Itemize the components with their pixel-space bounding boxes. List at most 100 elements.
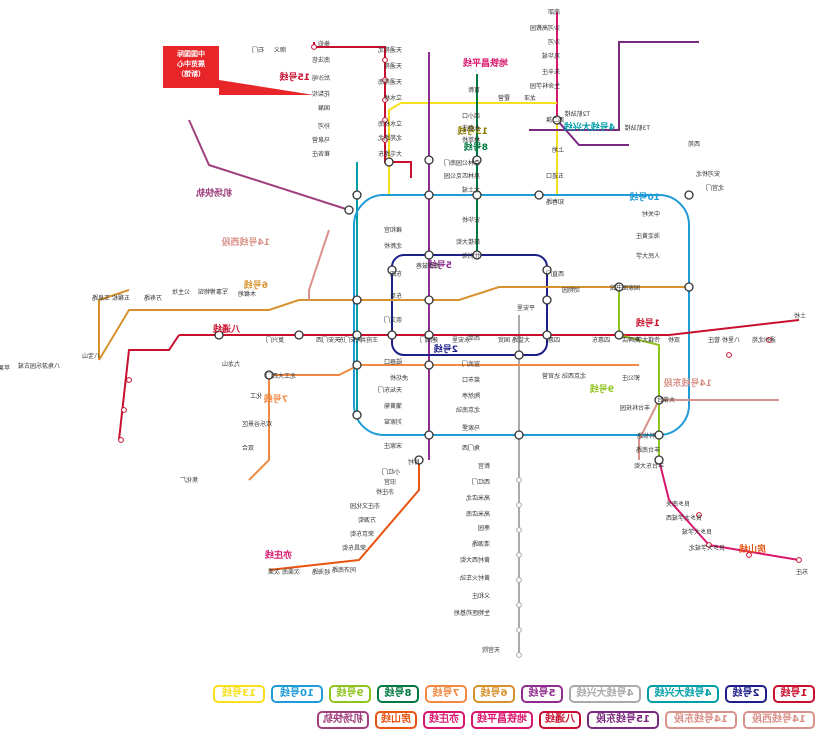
station-marker[interactable] [542, 330, 552, 340]
legend-chip[interactable]: 15号线东段 [587, 711, 659, 729]
station-label[interactable]: T2航站楼 [565, 110, 591, 118]
station-label[interactable]: 海淀黄庄 [636, 232, 660, 240]
legend-chip[interactable]: 8号线 [377, 685, 419, 703]
station-label[interactable]: 古城 [18, 362, 30, 370]
station-marker[interactable] [654, 455, 664, 465]
station-marker[interactable] [311, 44, 317, 50]
station-label[interactable]: 菜市口 [462, 376, 480, 384]
station-label[interactable]: 天通苑南 [378, 78, 402, 86]
legend-chip[interactable]: 5号线 [521, 685, 563, 703]
station-marker[interactable] [384, 157, 394, 167]
station-label[interactable]: 双合 [242, 444, 254, 452]
legend-chip[interactable]: 八通线 [539, 711, 581, 729]
station-marker[interactable] [387, 330, 397, 340]
station-marker[interactable] [126, 377, 132, 383]
station-label[interactable]: 永安里 [452, 336, 470, 344]
station-label[interactable]: 东四 [390, 270, 402, 278]
station-label[interactable]: 良乡大学城西 [666, 514, 702, 522]
station-marker[interactable] [696, 512, 702, 518]
station-label[interactable]: 俸伯 [318, 40, 330, 48]
station-label[interactable]: 花梨坎 [312, 90, 330, 98]
station-label[interactable]: 宋家庄 [384, 442, 402, 450]
station-label[interactable]: 公主坟 [172, 288, 190, 296]
station-label[interactable]: 奥林匹克公园 [444, 172, 480, 180]
station-marker[interactable] [654, 395, 664, 405]
station-label[interactable]: 角门西 [462, 444, 480, 452]
station-marker[interactable] [746, 552, 752, 558]
station-label[interactable]: 荣京东街 [350, 530, 374, 538]
station-marker[interactable] [382, 97, 388, 103]
station-label[interactable]: 立水桥 [384, 94, 402, 102]
station-marker[interactable] [352, 190, 362, 200]
station-marker[interactable] [614, 282, 624, 292]
station-label[interactable]: 磁器口 [384, 358, 402, 366]
station-label[interactable]: 后沙峪 [312, 74, 330, 82]
station-label[interactable]: 黄村火车站 [460, 574, 490, 582]
station-label[interactable]: 良乡南关 [666, 500, 690, 508]
station-label[interactable]: 北宫门 [706, 184, 724, 192]
station-label[interactable]: 丰台科技园 [620, 404, 650, 412]
legend-chip[interactable]: 6号线 [473, 685, 515, 703]
station-label[interactable]: 五道口 [546, 172, 564, 180]
station-marker[interactable] [424, 360, 434, 370]
station-marker[interactable] [514, 350, 524, 360]
station-label[interactable]: 焦化厂 [180, 476, 198, 484]
station-label[interactable]: 巩华城 [542, 52, 560, 60]
station-label[interactable]: 科怡路 [637, 432, 655, 440]
station-label[interactable]: 建国门 [420, 336, 438, 344]
station-label[interactable]: 西红门 [472, 478, 490, 486]
station-label[interactable]: 小红门 [382, 468, 400, 476]
station-label[interactable]: 化工 [250, 392, 262, 400]
station-marker[interactable] [516, 602, 522, 608]
station-label[interactable]: 万寿路 [144, 294, 162, 302]
station-marker[interactable] [424, 250, 434, 260]
station-marker[interactable] [387, 265, 397, 275]
exhibition-center-badge[interactable]: 中国国际 展览中心 （新馆） [163, 46, 219, 88]
station-label[interactable]: 国家图书馆 [610, 284, 640, 292]
station-label[interactable]: 马泉营 [312, 136, 330, 144]
station-label[interactable]: 大屯路东 [378, 150, 402, 158]
station-label[interactable]: 虎坊桥 [390, 374, 408, 382]
station-label[interactable]: 鼓楼大街 [456, 238, 480, 246]
station-marker[interactable] [382, 117, 388, 123]
station-label[interactable]: 亦庄桥 [376, 488, 394, 496]
station-label[interactable]: 安河桥北 [696, 170, 720, 178]
station-label[interactable]: 达官营 [542, 372, 560, 380]
station-label[interactable]: 平安里 [517, 304, 535, 312]
station-label[interactable]: 刘家窑 [384, 418, 402, 426]
legend-chip[interactable]: 9号线 [329, 685, 371, 703]
station-marker[interactable] [542, 265, 552, 275]
station-label[interactable]: 崇文门 [384, 316, 402, 324]
station-marker[interactable] [424, 155, 434, 165]
station-label[interactable]: 经海路 [312, 568, 330, 576]
station-label[interactable]: 陶然亭 [462, 392, 480, 400]
station-label[interactable]: 宣武门 [462, 360, 480, 368]
station-marker[interactable] [516, 502, 522, 508]
station-marker[interactable] [382, 57, 388, 63]
station-label[interactable]: 森林公园南门 [444, 159, 480, 167]
station-marker[interactable] [294, 330, 304, 340]
station-label[interactable]: 黄村西大街 [460, 556, 490, 564]
station-marker[interactable] [414, 455, 424, 465]
station-label[interactable]: 南邵 [548, 8, 560, 16]
legend-chip[interactable]: 4号线大兴线 [647, 685, 719, 703]
station-label[interactable]: 霍营 [498, 94, 510, 102]
station-label[interactable]: 八角游乐园 [30, 362, 60, 370]
station-label[interactable]: 石门 [252, 46, 264, 54]
station-marker[interactable] [684, 190, 694, 200]
station-marker[interactable] [118, 437, 124, 443]
station-label[interactable]: 孙河 [318, 122, 330, 130]
station-label[interactable]: 丰台南路 [636, 446, 660, 454]
station-label[interactable]: 蒲黄榆 [384, 402, 402, 410]
station-marker[interactable] [516, 552, 522, 558]
station-label[interactable]: 良乡大学城北 [689, 544, 725, 552]
station-label[interactable]: 苹果园 [0, 364, 10, 372]
station-marker[interactable] [352, 410, 362, 420]
station-label[interactable]: 旧宫 [384, 478, 396, 486]
station-marker[interactable] [552, 115, 562, 125]
station-marker[interactable] [424, 430, 434, 440]
station-label[interactable]: 动物园 [562, 286, 580, 294]
station-label[interactable]: 次渠 [268, 568, 280, 576]
station-marker[interactable] [424, 190, 434, 200]
station-label[interactable]: 南锣鼓巷 [416, 262, 440, 270]
